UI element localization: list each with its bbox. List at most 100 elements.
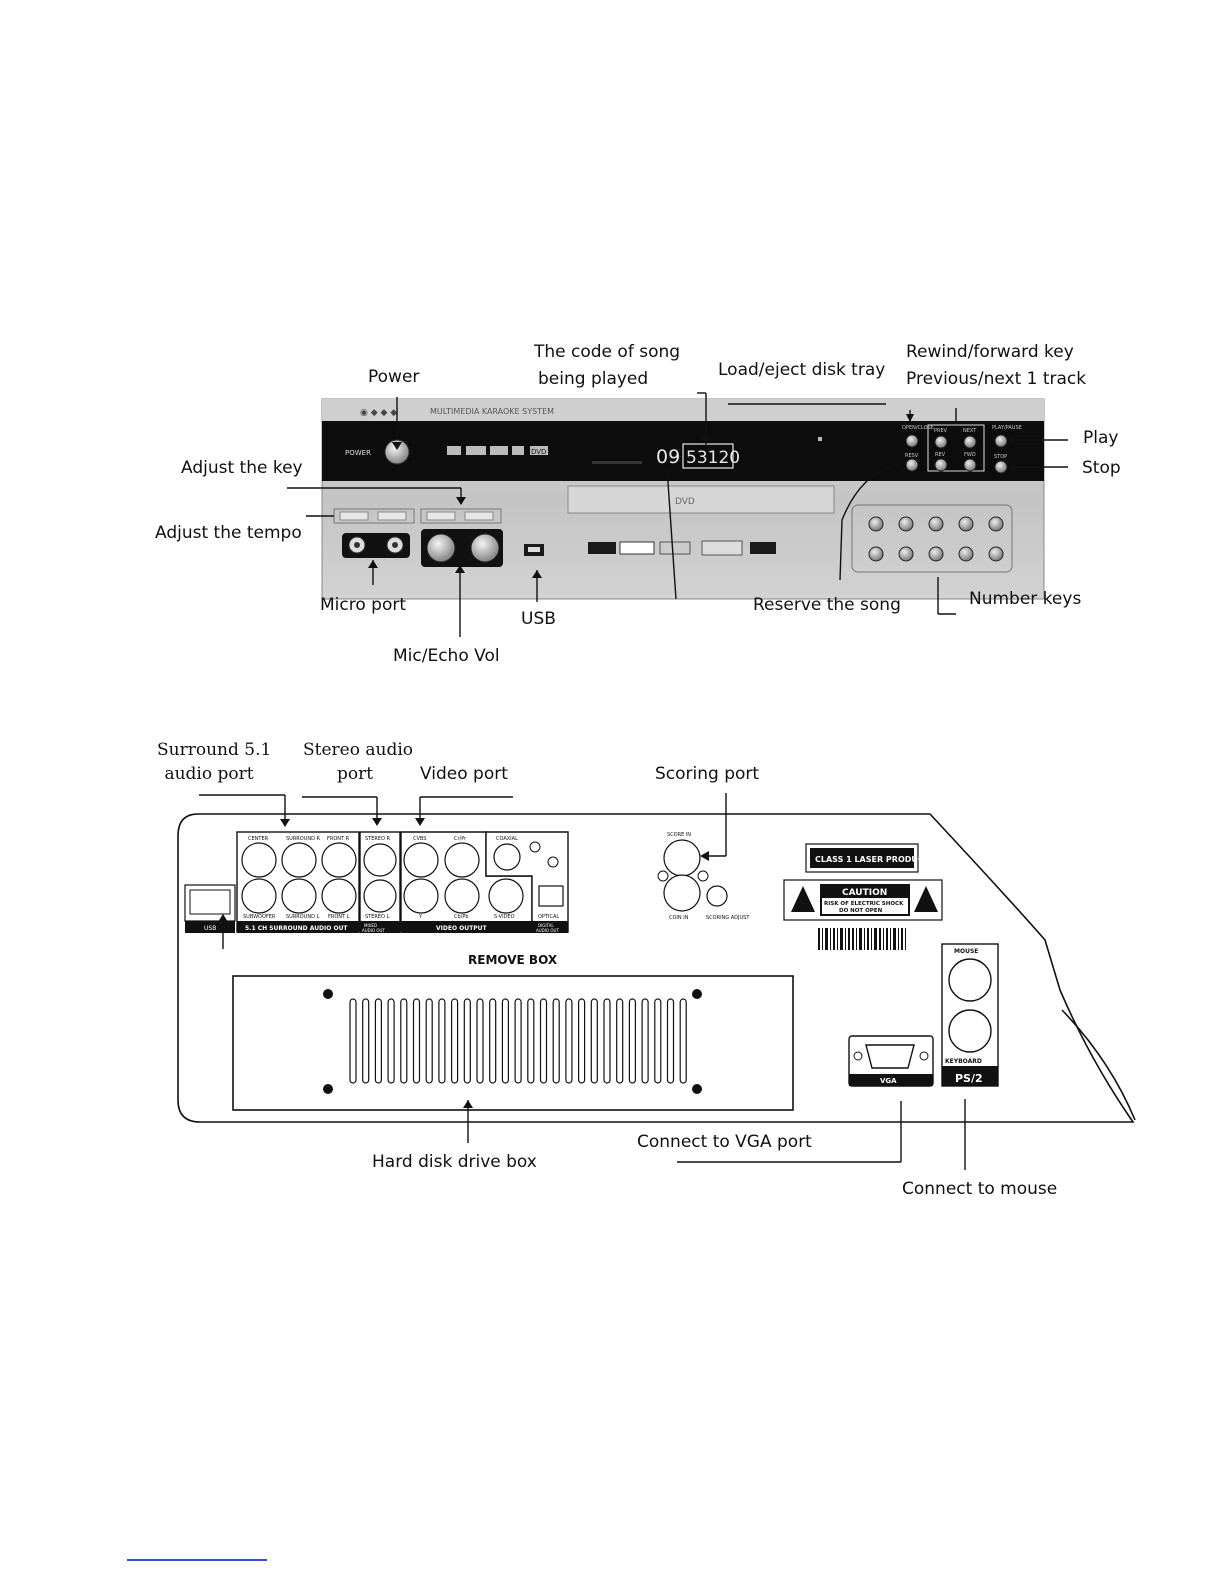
label-usb: USB bbox=[521, 609, 556, 629]
vent-slot bbox=[654, 998, 662, 1084]
vent-slot bbox=[451, 998, 459, 1084]
label-number-keys: Number keys bbox=[969, 589, 1082, 609]
label-video-port: Video port bbox=[420, 764, 508, 784]
svg-text:NEXT: NEXT bbox=[963, 428, 977, 434]
svg-text:CLASS 1 LASER PRODUCT: CLASS 1 LASER PRODUCT bbox=[815, 855, 930, 864]
rear-panel-diagram: USB 5.1 CH SURROUND AUDIO OUT CENTER SUR… bbox=[177, 793, 1136, 1170]
jack-surround-r[interactable] bbox=[281, 842, 317, 878]
vent-slot bbox=[501, 998, 509, 1084]
stop-button[interactable] bbox=[994, 460, 1008, 474]
svg-text:CENTER: CENTER bbox=[248, 836, 269, 842]
label-surround-2: audio port bbox=[164, 764, 254, 784]
rev-button[interactable] bbox=[934, 458, 948, 472]
svg-text:MIXED: MIXED bbox=[364, 923, 377, 928]
svg-text:STEREO L: STEREO L bbox=[365, 914, 390, 920]
hdd-box bbox=[232, 975, 794, 1111]
svg-text:OPEN/CLOSE: OPEN/CLOSE bbox=[902, 425, 934, 431]
svg-text:KEYBOARD: KEYBOARD bbox=[945, 1058, 982, 1065]
jack-y[interactable] bbox=[403, 878, 439, 914]
label-load-eject: Load/eject disk tray bbox=[718, 360, 886, 380]
jack-front-l[interactable] bbox=[321, 878, 357, 914]
jack-cb-pb[interactable] bbox=[444, 878, 480, 914]
vga-port[interactable] bbox=[865, 1044, 915, 1069]
open-close-button[interactable] bbox=[905, 434, 919, 448]
play-pause-button[interactable] bbox=[994, 434, 1008, 448]
vent-slot bbox=[539, 998, 548, 1084]
svg-text:CVBS: CVBS bbox=[413, 836, 426, 842]
ps2-keyboard-port[interactable] bbox=[948, 1009, 992, 1053]
display-track: 09 bbox=[656, 446, 680, 468]
svg-text:RISK OF ELECTRIC SHOCK: RISK OF ELECTRIC SHOCK bbox=[824, 901, 904, 907]
svg-text:STEREO R: STEREO R bbox=[365, 836, 391, 842]
score-in-jack[interactable] bbox=[663, 839, 701, 877]
front-arrowheads bbox=[368, 414, 1015, 578]
number-keypad-panel bbox=[851, 504, 1013, 573]
scoring-adjust-knob[interactable] bbox=[706, 885, 728, 907]
jack-center[interactable] bbox=[241, 842, 277, 878]
svg-text:DIGITAL: DIGITAL bbox=[538, 923, 554, 928]
svg-text:DVD: DVD bbox=[675, 497, 695, 507]
vent-slot bbox=[577, 998, 586, 1084]
jack-subwoofer[interactable] bbox=[241, 878, 277, 914]
jack-front-r[interactable] bbox=[321, 842, 357, 878]
vent-slot bbox=[374, 998, 382, 1084]
svg-text:PS/2: PS/2 bbox=[955, 1072, 983, 1085]
jack-cr-pr[interactable] bbox=[444, 842, 480, 878]
ps2-mouse-port[interactable] bbox=[948, 958, 992, 1002]
prev-button[interactable] bbox=[934, 435, 948, 449]
vent-slot bbox=[628, 998, 637, 1084]
vent-slot bbox=[552, 998, 560, 1084]
dvd-logo: DVD bbox=[531, 448, 546, 456]
svg-text:AUDIO OUT: AUDIO OUT bbox=[362, 928, 385, 933]
mic-volume-knob[interactable] bbox=[426, 533, 456, 563]
power-text: POWER bbox=[345, 449, 371, 457]
vent-slot bbox=[514, 998, 522, 1084]
svg-text:VGA: VGA bbox=[880, 1077, 897, 1085]
resv-button[interactable] bbox=[905, 458, 919, 472]
label-mouse-connect: Connect to mouse bbox=[902, 1179, 1058, 1199]
label-stop: Stop bbox=[1082, 458, 1121, 478]
svg-text:REV: REV bbox=[935, 452, 946, 458]
svg-text:DO NOT OPEN: DO NOT OPEN bbox=[839, 908, 883, 914]
label-play: Play bbox=[1083, 428, 1119, 448]
echo-volume-knob[interactable] bbox=[470, 533, 500, 563]
label-hdd-box: Hard disk drive box bbox=[372, 1152, 537, 1172]
label-surround-1: Surround 5.1 bbox=[157, 740, 272, 760]
rear-device-body bbox=[177, 813, 1135, 1123]
disc-tray[interactable] bbox=[567, 485, 835, 514]
vent-slot bbox=[679, 998, 687, 1084]
jack-stereo-r[interactable] bbox=[363, 843, 397, 877]
vent-slot bbox=[565, 998, 573, 1084]
jack-coaxial[interactable] bbox=[493, 843, 521, 871]
svg-text:RESV: RESV bbox=[905, 453, 919, 459]
fwd-button[interactable] bbox=[963, 458, 977, 472]
vent-slot bbox=[425, 998, 433, 1084]
jack-cvbs[interactable] bbox=[403, 842, 439, 878]
display-code: 53120 bbox=[686, 448, 740, 468]
vent-slot bbox=[616, 998, 624, 1084]
label-stereo-2: port bbox=[336, 764, 374, 784]
svg-text:Cr/Pr: Cr/Pr bbox=[454, 836, 467, 842]
svg-text:FWD: FWD bbox=[964, 452, 976, 458]
svg-text:STOP: STOP bbox=[994, 454, 1007, 460]
jack-stereo-l[interactable] bbox=[363, 879, 397, 913]
rear-usb-port[interactable] bbox=[189, 889, 231, 915]
number-keypad bbox=[868, 516, 1004, 562]
vent-slot bbox=[641, 998, 649, 1084]
surround-jacks bbox=[241, 842, 357, 914]
jack-surround-l[interactable] bbox=[281, 878, 317, 914]
rear-leader-lines bbox=[199, 793, 966, 1170]
next-button[interactable] bbox=[963, 435, 977, 449]
coin-in-jack[interactable] bbox=[663, 874, 701, 912]
label-prev-next: Previous/next 1 track bbox=[906, 369, 1087, 389]
label-power: Power bbox=[368, 367, 420, 387]
vent-slot bbox=[463, 998, 471, 1084]
jack-s-video[interactable] bbox=[488, 878, 524, 914]
label-adjust-tempo: Adjust the tempo bbox=[155, 523, 302, 543]
vent-slot bbox=[412, 998, 421, 1084]
svg-text:SCORE IN: SCORE IN bbox=[667, 832, 691, 838]
label-song-code-2: being played bbox=[538, 369, 649, 389]
optical-port[interactable] bbox=[538, 885, 564, 907]
svg-text:OPTICAL: OPTICAL bbox=[538, 914, 559, 920]
svg-text:PREV: PREV bbox=[934, 428, 948, 434]
